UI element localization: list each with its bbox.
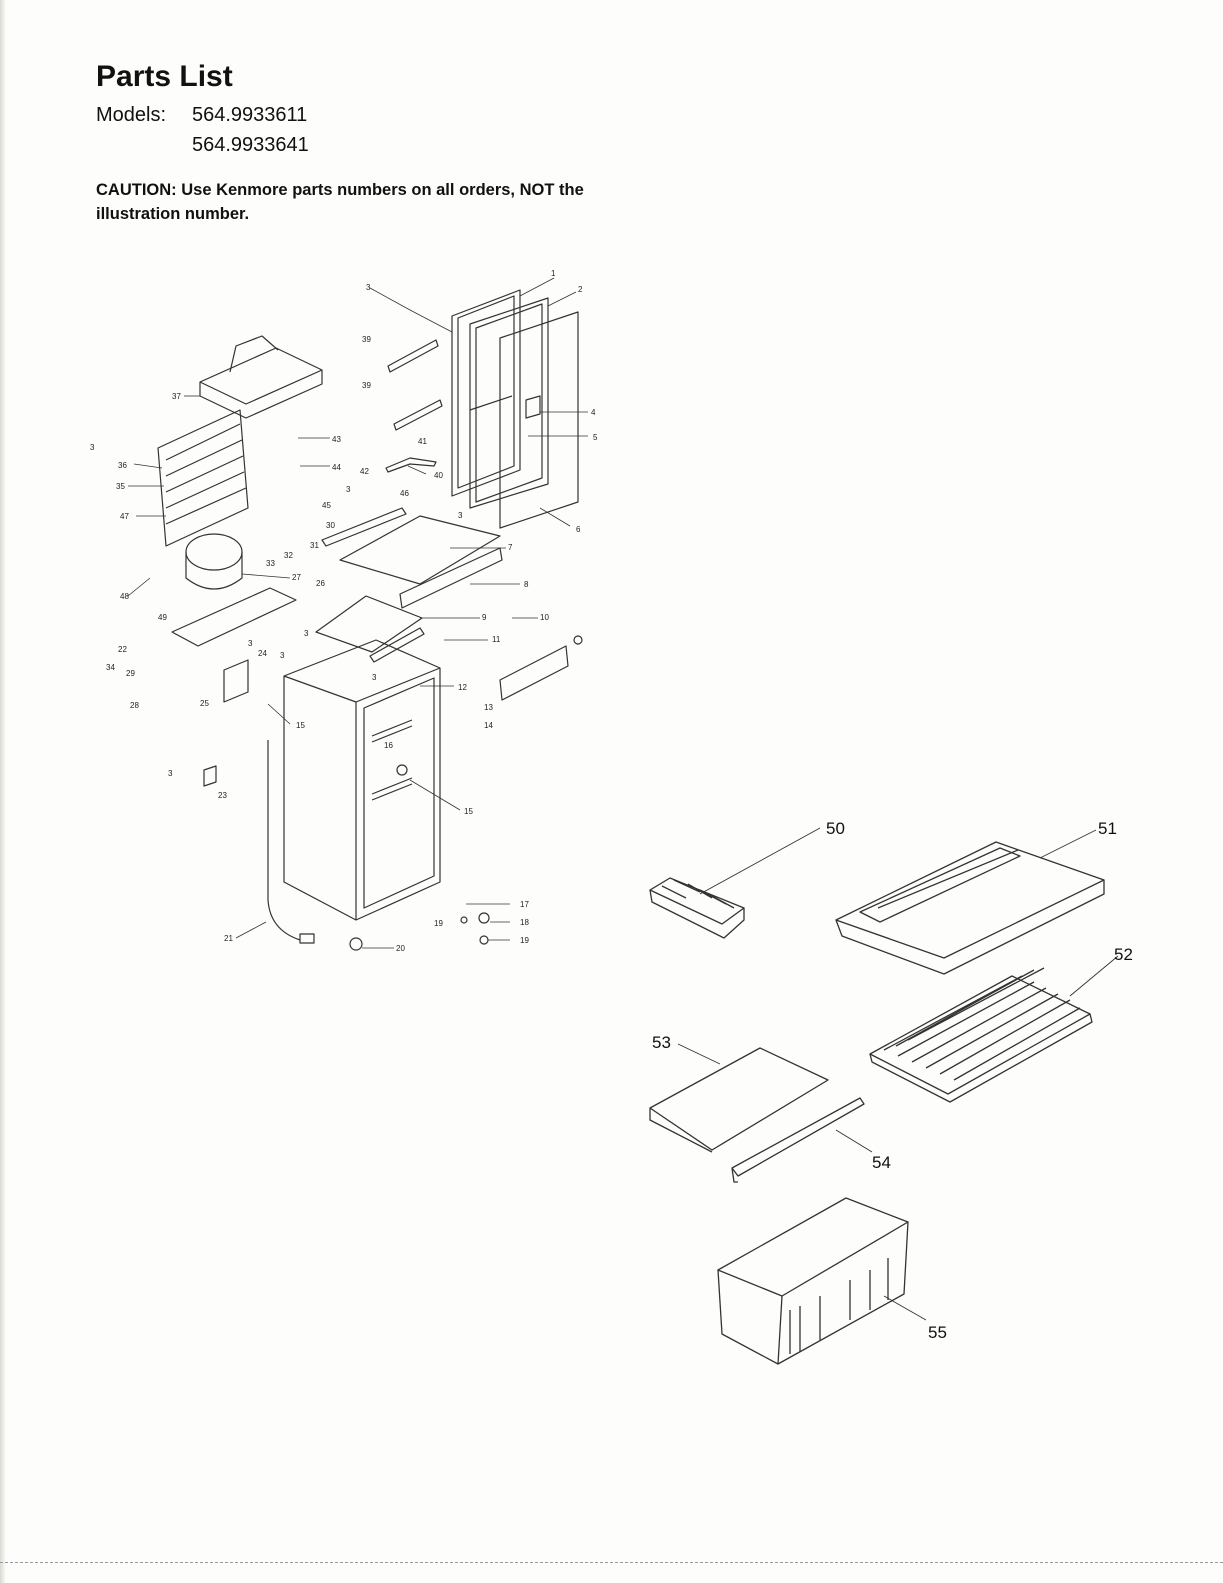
callout: 3 <box>372 673 377 682</box>
callout: 33 <box>266 559 275 568</box>
callout: 13 <box>484 703 493 712</box>
callout: 47 <box>120 512 129 521</box>
callout: 53 <box>652 1033 671 1052</box>
callout: 49 <box>158 613 167 622</box>
callout: 30 <box>326 521 335 530</box>
callout: 3 <box>248 639 253 648</box>
callout: 12 <box>458 683 467 692</box>
callout: 3 <box>304 629 309 638</box>
foot <box>480 936 488 944</box>
compressor-top <box>186 534 242 570</box>
callout: 41 <box>418 437 427 446</box>
callout: 31 <box>310 541 319 550</box>
glass-shelf <box>650 1048 828 1152</box>
callout: 28 <box>130 701 139 710</box>
callout: 3 <box>280 651 285 660</box>
callout: 5 <box>593 433 598 442</box>
callout: 9 <box>482 613 487 622</box>
callout: 2 <box>578 285 583 294</box>
callout: 3 <box>90 443 95 452</box>
callout: 15 <box>464 807 473 816</box>
callout: 11 <box>492 635 501 644</box>
callout: 6 <box>576 525 581 534</box>
callout-labels: 1 2 3 4 5 6 7 8 9 10 11 12 13 14 15 15 1… <box>90 269 598 953</box>
callout: 1 <box>551 269 556 278</box>
callout: 8 <box>524 580 529 589</box>
callout: 14 <box>484 721 493 730</box>
hinge <box>386 458 436 472</box>
freezer-shelf <box>340 516 500 584</box>
callout: 27 <box>292 573 301 582</box>
accessories <box>650 828 1118 1364</box>
door-rail-upper <box>388 340 438 372</box>
cabinet <box>284 640 440 920</box>
callout: 51 <box>1098 819 1117 838</box>
callout: 43 <box>332 435 341 444</box>
top-cover <box>200 348 322 418</box>
compressor-base <box>172 588 296 646</box>
callout: 37 <box>172 392 181 401</box>
callout: 18 <box>520 918 529 927</box>
callout: 19 <box>520 936 529 945</box>
callout: 44 <box>332 463 341 472</box>
thermostat <box>204 766 216 786</box>
condenser-coil <box>158 410 248 546</box>
freezer-tray <box>400 548 502 608</box>
callout: 34 <box>106 663 115 672</box>
door-bin <box>500 646 568 700</box>
callout: 42 <box>360 467 369 476</box>
door-assembly <box>452 290 578 528</box>
callout: 24 <box>258 649 267 658</box>
door-rail-lower <box>394 400 442 430</box>
callout: 45 <box>322 501 331 510</box>
callout: 23 <box>218 791 227 800</box>
callout: 54 <box>872 1153 891 1172</box>
leveling-foot <box>350 938 362 950</box>
crisper-drawer-cover <box>836 842 1104 974</box>
callout: 21 <box>224 934 233 943</box>
callout: 35 <box>116 482 125 491</box>
callout: 3 <box>458 511 463 520</box>
callout: 20 <box>396 944 405 953</box>
callout: 52 <box>1114 945 1133 964</box>
callout: 29 <box>126 669 135 678</box>
callout: 17 <box>520 900 529 909</box>
page-bottom-rule <box>0 1562 1223 1563</box>
plug <box>300 934 314 943</box>
callout: 46 <box>400 489 409 498</box>
callout: 7 <box>508 543 513 552</box>
shelf-rail <box>732 1098 864 1182</box>
callout: 19 <box>434 919 443 928</box>
ice-tray <box>650 878 744 938</box>
control-box <box>224 660 248 702</box>
callout: 32 <box>284 551 293 560</box>
callout: 36 <box>118 461 127 470</box>
callout: 16 <box>384 741 393 750</box>
crisper-bin <box>718 1198 908 1364</box>
callout: 39 <box>362 381 371 390</box>
top-cover-handle <box>230 336 278 372</box>
callout: 40 <box>434 471 443 480</box>
foot <box>479 913 489 923</box>
callout: 25 <box>200 699 209 708</box>
callout: 15 <box>296 721 305 730</box>
callout: 4 <box>591 408 596 417</box>
callout: 3 <box>366 283 371 292</box>
bin-knob <box>574 636 582 644</box>
callout: 55 <box>928 1323 947 1342</box>
callout: 50 <box>826 819 845 838</box>
screw <box>461 917 467 923</box>
callout: 3 <box>168 769 173 778</box>
callout: 10 <box>540 613 549 622</box>
wire-shelf <box>870 968 1092 1102</box>
callout: 3 <box>346 485 351 494</box>
accessory-leaders <box>678 828 1118 1320</box>
callout: 48 <box>120 592 129 601</box>
leader-lines <box>128 278 588 948</box>
callout: 26 <box>316 579 325 588</box>
callout: 39 <box>362 335 371 344</box>
callout: 22 <box>118 645 127 654</box>
